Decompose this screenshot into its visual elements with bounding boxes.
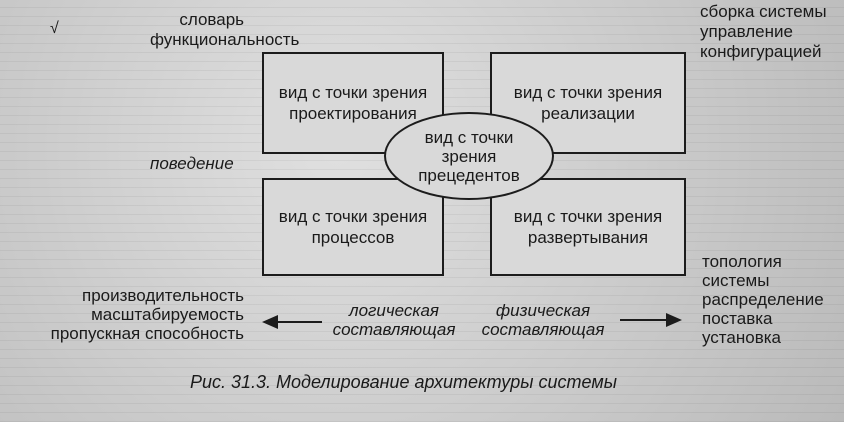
label-topology-distribution: топология системы распределение поставка… [702, 252, 824, 347]
deployment-view-label: вид с точки зрения развертывания [513, 207, 663, 247]
label-behavior: поведение [150, 154, 234, 173]
label-performance-scalability: производительность масштабируемость проп… [50, 286, 244, 343]
label-build-configuration: сборка системы управление конфигурацией [700, 2, 827, 61]
use-case-view-label: вид с точки зрения прецедентов [418, 127, 520, 185]
implementation-view-label: вид с точки зрения реализации [513, 83, 663, 123]
right-arrow [620, 313, 682, 327]
design-view-label: вид с точки зрения проектирования [278, 83, 428, 123]
figure-caption: Рис. 31.3. Моделирование архитектуры сис… [190, 372, 617, 392]
left-arrow [262, 315, 322, 329]
label-logical-component: логическая составляющая [332, 301, 456, 339]
process-view-label: вид с точки зрения процессов [278, 207, 428, 247]
deployment-view-box: вид с точки зрения развертывания [490, 178, 686, 276]
use-case-view-ellipse: вид с точки зрения прецедентов [384, 112, 554, 200]
label-physical-component: физическая составляющая [481, 301, 605, 339]
process-view-box: вид с точки зрения процессов [262, 178, 444, 276]
check-mark: √ [50, 20, 59, 37]
